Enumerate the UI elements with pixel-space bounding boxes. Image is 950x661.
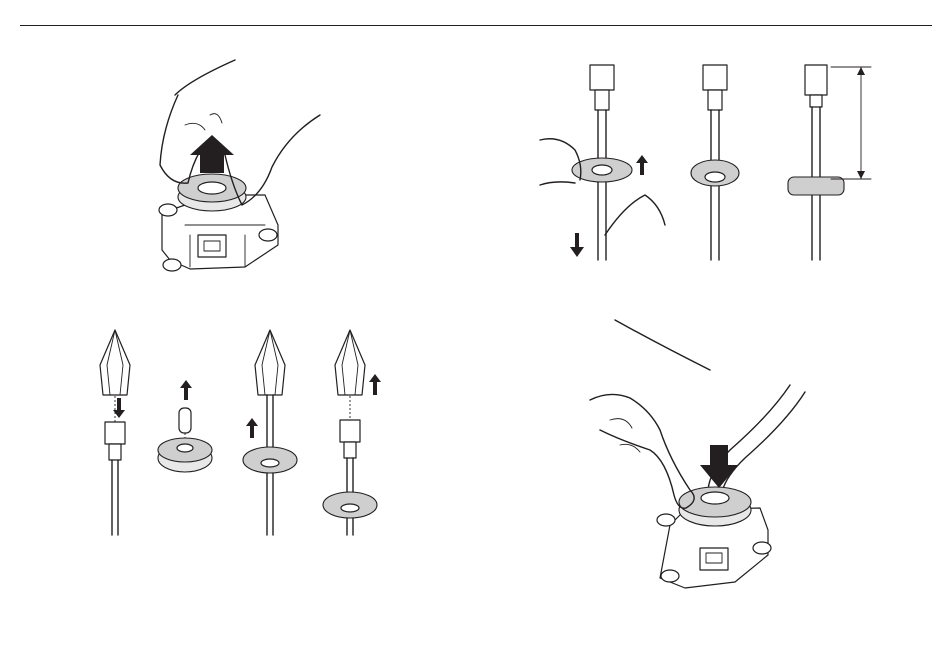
prepare-connector-illustration bbox=[95, 330, 395, 540]
rj45-plug-1 bbox=[590, 65, 614, 90]
figure-insert-grommet bbox=[590, 320, 840, 600]
grommet-3 bbox=[788, 177, 844, 195]
rj45-boot-col4 bbox=[344, 442, 356, 458]
up-arrow-icon bbox=[180, 380, 192, 400]
screw-tab-bottom-left bbox=[661, 570, 679, 582]
grommet-1-hole bbox=[592, 165, 612, 175]
column-3-cable-in-grommet bbox=[243, 330, 297, 535]
column-1-cap-and-plug bbox=[100, 330, 130, 535]
rj45-boot-3 bbox=[810, 95, 822, 107]
column-4-cap-lifted bbox=[323, 330, 381, 535]
stage-2-grommet-on-cable bbox=[691, 65, 739, 260]
hand-fingers bbox=[610, 419, 640, 452]
insert-grommet-illustration bbox=[590, 320, 840, 600]
stage-3-measured-length bbox=[788, 65, 871, 260]
up-arrow-icon bbox=[246, 418, 258, 438]
grommet-col3-hole bbox=[261, 459, 279, 467]
remove-grommet-illustration bbox=[150, 55, 330, 290]
grommet-plug bbox=[179, 408, 191, 433]
housing-port bbox=[700, 548, 728, 570]
grommet-center bbox=[198, 182, 226, 194]
column-2-grommet-plug bbox=[158, 380, 212, 472]
up-arrow-icon bbox=[636, 155, 648, 175]
grommet-col2-hole bbox=[177, 444, 193, 452]
hand-knuckles bbox=[185, 114, 222, 130]
hand-outline bbox=[590, 320, 710, 508]
cable-col1 bbox=[112, 460, 118, 535]
right-hand bbox=[605, 195, 665, 235]
screw-tab-bottom-left bbox=[163, 259, 181, 271]
cable-1 bbox=[598, 110, 606, 260]
rj45-plug-3 bbox=[805, 65, 827, 95]
rj45-boot-col1 bbox=[109, 444, 121, 460]
up-arrow-icon bbox=[369, 374, 381, 395]
screw-tab-top-left bbox=[159, 204, 177, 216]
screw-tab-top-left bbox=[657, 514, 675, 526]
rj45-plug-col1 bbox=[105, 422, 125, 444]
rj45-boot-2 bbox=[708, 90, 722, 110]
housing-port bbox=[198, 235, 226, 257]
down-arrow-icon bbox=[570, 233, 584, 257]
dimension-line bbox=[831, 67, 871, 179]
stage-1-hands-pulling bbox=[540, 65, 665, 260]
grommet-center bbox=[701, 492, 729, 504]
left-hand bbox=[540, 139, 581, 185]
figure-thread-cable bbox=[535, 55, 880, 265]
grommet-col4-hole bbox=[341, 504, 359, 512]
screw-tab-right bbox=[259, 229, 277, 241]
rj45-plug-col4 bbox=[340, 420, 360, 442]
cap-4 bbox=[335, 330, 365, 395]
thread-cable-illustration bbox=[535, 55, 880, 265]
rj45-boot-1 bbox=[595, 90, 609, 110]
figure-remove-grommet bbox=[150, 55, 330, 290]
figure-prepare-connector bbox=[95, 330, 395, 540]
screw-tab-right bbox=[753, 542, 771, 554]
cap-3 bbox=[255, 330, 285, 395]
header-rule bbox=[20, 25, 932, 26]
cap-1 bbox=[100, 330, 130, 395]
grommet-2-hole bbox=[705, 172, 725, 182]
down-arrow-icon bbox=[700, 445, 738, 488]
rj45-plug-2 bbox=[703, 65, 727, 90]
